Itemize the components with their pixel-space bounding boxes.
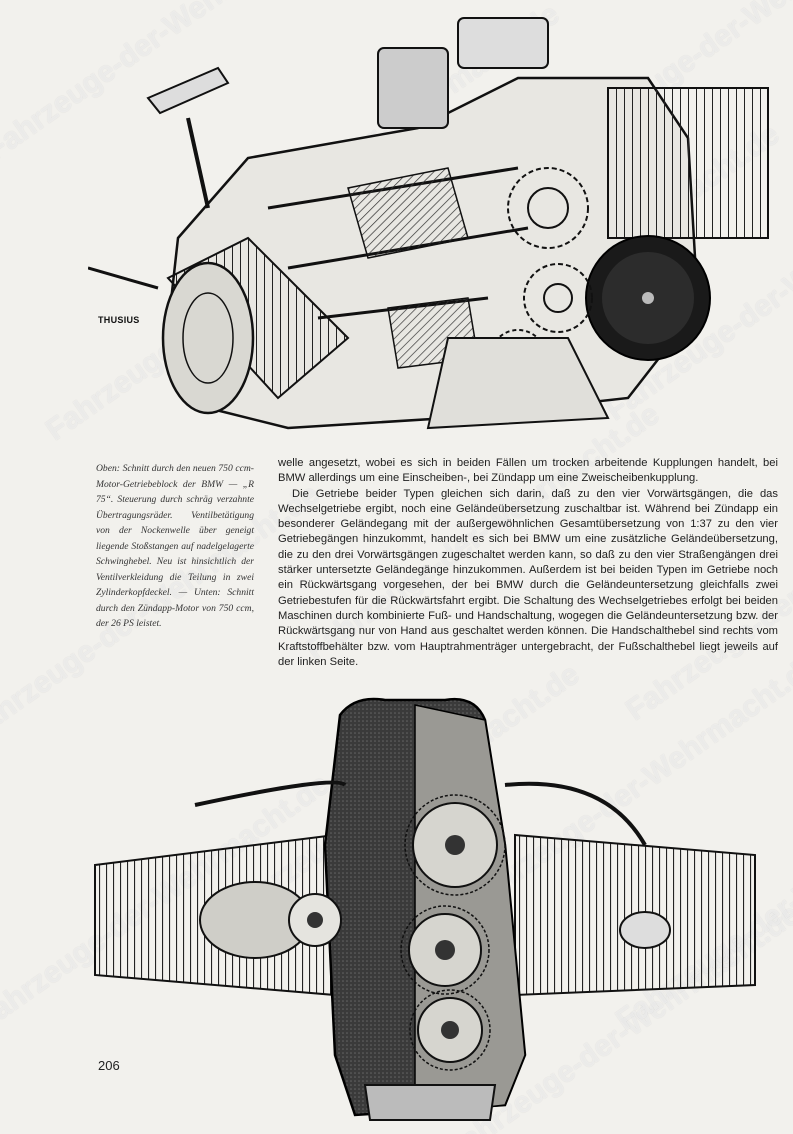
page-number: 206 xyxy=(98,1058,120,1073)
article-body: welle angesetzt, wobei es sich in beiden… xyxy=(278,456,778,670)
paragraph: welle angesetzt, wobei es sich in beiden… xyxy=(278,457,778,485)
bmw-engine-cutaway-illustration xyxy=(88,17,769,430)
figure-caption: Oben: Schnitt durch den neuen 750 ccm-Mo… xyxy=(96,463,254,629)
paragraph: Die Getriebe beider Typen gleichen sich … xyxy=(278,487,778,668)
illustration-credit: THUSIUS xyxy=(98,315,140,325)
zuendapp-engine-cutaway-illustration xyxy=(94,697,756,1121)
